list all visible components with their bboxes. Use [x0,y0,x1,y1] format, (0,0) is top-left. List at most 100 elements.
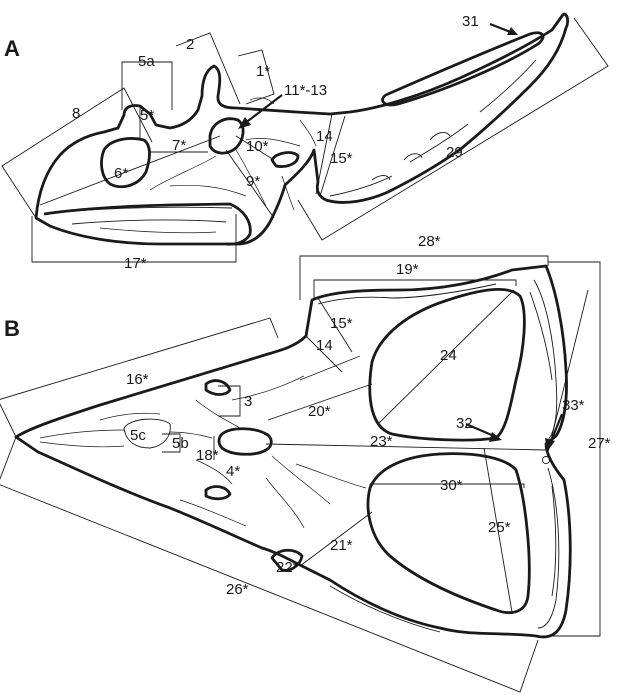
label-21: 21* [330,537,353,554]
measure-16-bracket [0,317,279,438]
jaw-ridge-line-2 [71,219,227,225]
panel-a-measurements [1,17,609,263]
label-5: 5* [140,107,154,124]
measure-28-bracket [299,255,549,300]
measure-23-line [265,443,547,451]
label-5a: 5a [138,53,155,70]
lateral-suture-3 [99,175,295,234]
frill-bump-3 [371,175,391,181]
nasal-outline [123,418,171,449]
fontanelle-circle [541,455,551,465]
label-22: 22* [276,559,299,576]
measure-25-line [483,447,513,613]
antorbital-fenestra [270,151,300,168]
label-23: 23* [370,433,393,450]
frill-bump-2 [403,153,423,161]
measure-14-line [319,115,346,197]
panel-label-a: A [4,36,20,61]
label-33: 33* [562,397,585,414]
orbit-notch-upper [204,379,232,396]
measure-11-13-arrowhead [238,117,251,129]
label-8: 8 [72,105,80,122]
label-28: 28* [418,233,441,250]
lateral-skull-outline [34,12,570,246]
measure-27-bracket [536,261,601,637]
frill-inner-edge [533,279,560,629]
panel-a-lateral-skull [34,12,570,246]
measure-5a-bracket [121,61,173,110]
label-26: 26* [226,581,249,598]
label-20: 20* [308,403,331,420]
measure-26-bracket [0,436,539,693]
lateral-suture-1 [149,155,247,197]
parietal-opening [217,427,273,456]
nasal-opening [100,137,151,189]
measure-17-bracket [31,214,237,263]
measure-19-bracket [313,279,517,300]
label-10: 10* [246,138,269,155]
measure-2-bracket [175,32,241,105]
measure-14-line-b [305,335,343,373]
panel-b-dorsal-skull [14,264,572,639]
orbit [208,117,245,155]
panel-b-labels: 28* 19* 15* 14 24 16* 3 20* 33* 32 5c 5b… [126,233,611,598]
label-15b: 15* [330,315,353,332]
dorsal-suture-1 [195,375,305,429]
lateral-jaw-outline [43,202,252,246]
label-17: 17* [124,255,147,272]
frill-edge-detail [329,59,537,197]
label-1: 1* [256,63,270,80]
label-7: 7* [172,137,186,154]
label-31: 31 [462,13,479,30]
label-25: 25* [488,519,511,536]
label-27: 27* [588,435,611,452]
measure-32-arrowhead [489,432,502,442]
measure-33-arrow [548,413,564,445]
measure-15-line-a [315,113,333,195]
measure-10-line [235,135,275,161]
label-29: 29 [446,144,463,161]
measure-9-line [225,149,275,219]
measure-1-bracket [237,49,275,105]
frill-bump-1 [429,132,451,141]
label-14: 14 [316,128,333,145]
label-15: 15* [330,150,353,167]
label-2: 2 [186,36,194,53]
measure-11-13-arrow [243,94,283,125]
measure-24-line [377,289,515,425]
measure-31-arrowhead [507,27,518,35]
dorsal-suture-2 [265,455,331,529]
label-24: 24 [440,347,457,364]
panel-a-labels: 31 2 1* 5a 11*-13 8 5* 7* 10* 14 29 6* 1… [72,13,479,272]
label-16: 16* [126,371,149,388]
label-9: 9* [246,173,260,190]
measure-32-arrow [465,422,495,438]
label-11-13: 11*-13 [284,82,327,99]
measure-29-bracket [297,17,609,241]
nasal-suture-lines [39,412,213,448]
frill-fenestra-lower [366,452,531,614]
label-18: 18* [196,447,219,464]
measure-15-line-b [317,297,353,353]
dorsal-skull-outline [14,264,572,639]
frill-edge-scallops [317,283,557,633]
panel-b-measurements [0,255,601,693]
measure-5b-bracket [162,433,181,453]
nuchal-opening [270,548,304,572]
label-30: 30* [440,477,463,494]
measure-8-bracket [1,87,153,219]
label-14b: 14 [316,337,333,354]
measure-33-guide [547,289,589,453]
label-4: 4* [226,463,240,480]
label-32: 32 [456,415,473,432]
orbit-notch-lower [204,485,232,501]
measure-30-bracket [369,483,525,488]
dorsal-suture-4 [295,355,367,489]
label-19: 19* [396,261,419,278]
frill-fenestra-upper [368,288,526,442]
panel-label-b: B [4,316,20,341]
label-6: 6* [114,165,128,182]
label-3: 3 [244,393,252,410]
jaw-ridge-line [59,206,233,213]
